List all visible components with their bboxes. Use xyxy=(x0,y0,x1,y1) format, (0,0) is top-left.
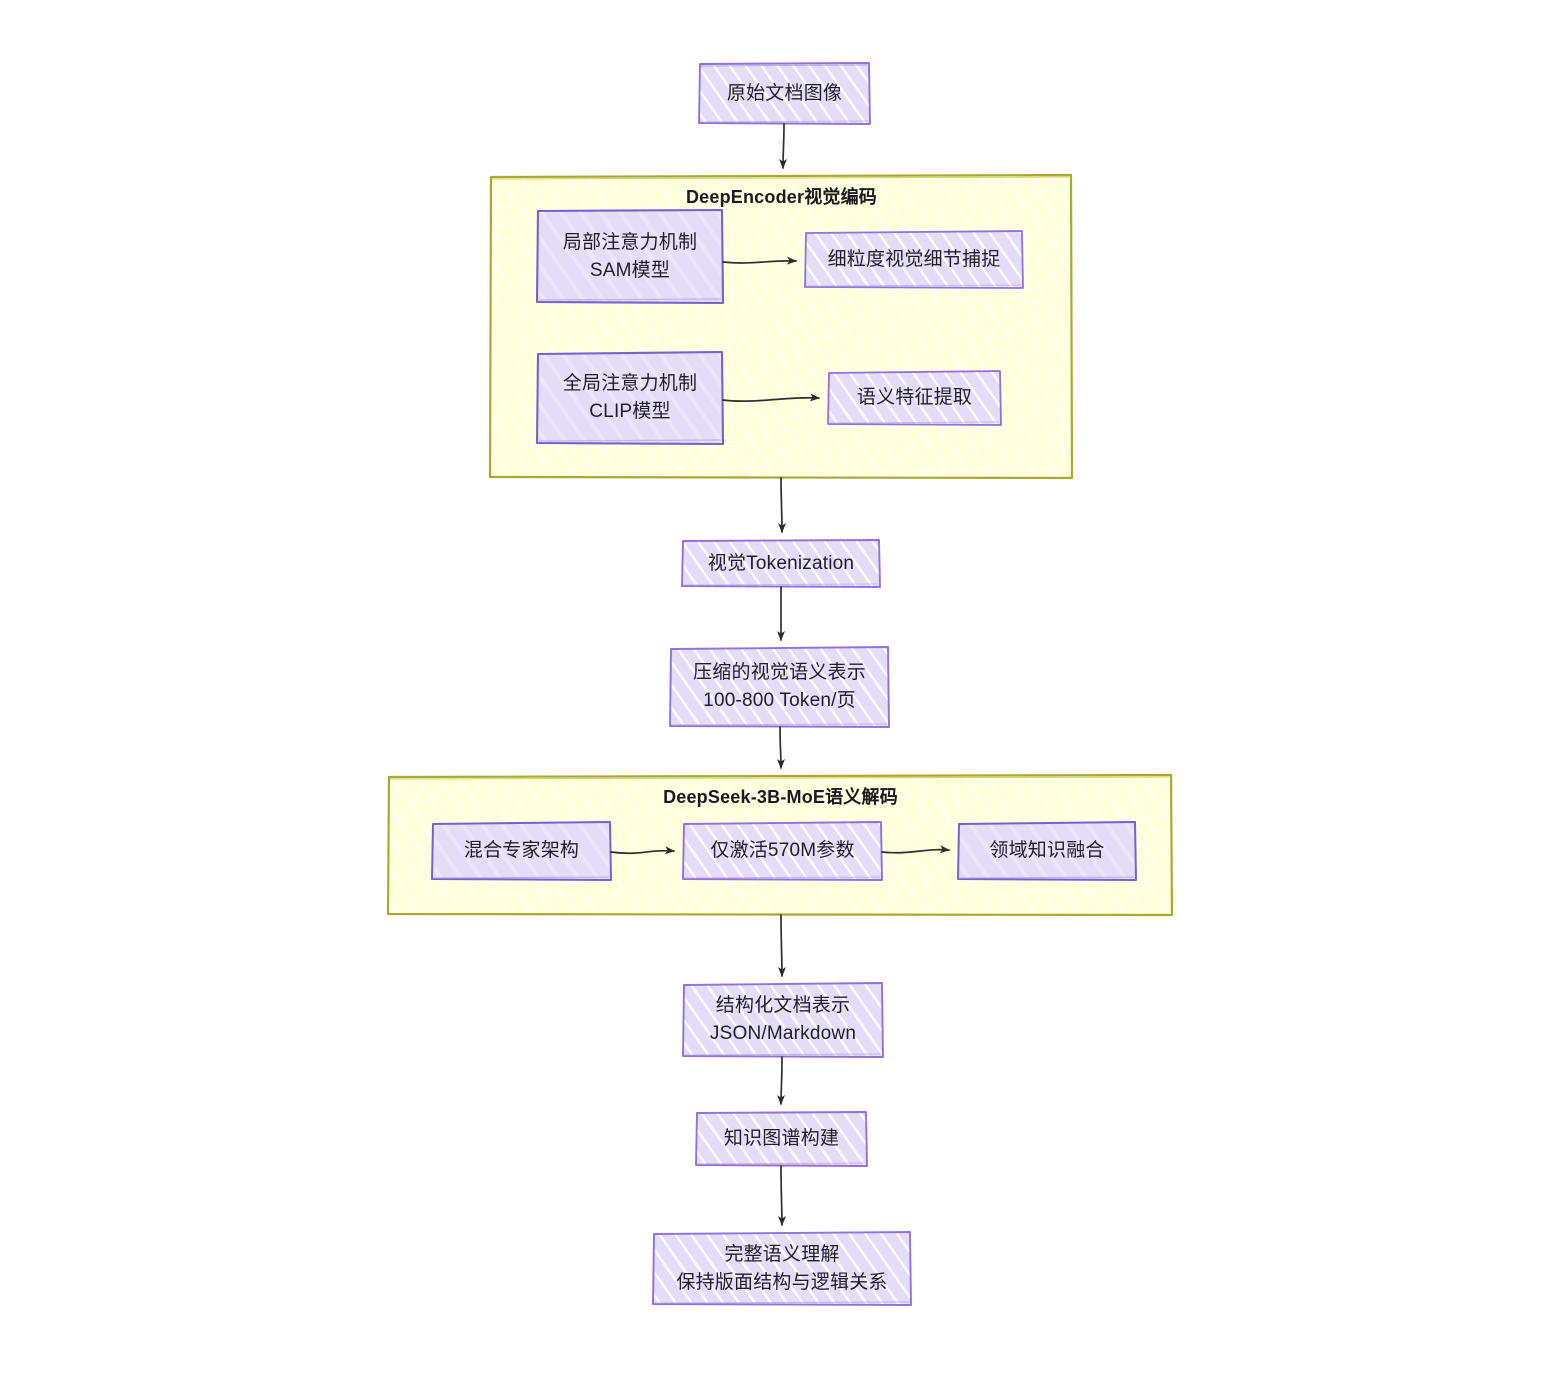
node-semantic-feature[interactable] xyxy=(828,371,1001,425)
edge-compressed-to-decoder xyxy=(776,726,785,769)
edge-encoder-to-token xyxy=(777,477,786,533)
node-global-attn[interactable] xyxy=(537,352,723,444)
edge-source-to-encoder xyxy=(779,123,788,169)
node-final-understanding[interactable] xyxy=(653,1232,911,1305)
edge-local-to-detail xyxy=(722,256,797,265)
edge-activated-to-domain xyxy=(881,845,950,854)
node-tokenization[interactable] xyxy=(682,540,880,587)
node-domain-knowledge[interactable] xyxy=(958,822,1136,880)
node-knowledge-graph[interactable] xyxy=(696,1112,867,1166)
edge-structured-to-kg xyxy=(777,1056,786,1105)
node-activated-params[interactable] xyxy=(683,822,882,880)
node-structured-doc[interactable] xyxy=(683,983,883,1057)
edge-moe-to-activated xyxy=(610,846,675,855)
edge-global-to-semantic xyxy=(722,393,820,402)
cluster-title-encoder: DeepEncoder视觉编码 xyxy=(685,187,878,207)
node-moe-arch[interactable] xyxy=(432,822,611,880)
cluster-title-decoder: DeepSeek-3B-MoE语义解码 xyxy=(663,787,898,807)
node-fine-detail[interactable] xyxy=(805,231,1023,288)
node-compressed[interactable] xyxy=(670,647,889,727)
node-source[interactable] xyxy=(699,63,870,124)
node-local-attn[interactable] xyxy=(537,210,723,303)
edge-decoder-to-structured xyxy=(777,914,786,977)
edge-kg-to-final xyxy=(777,1165,786,1226)
